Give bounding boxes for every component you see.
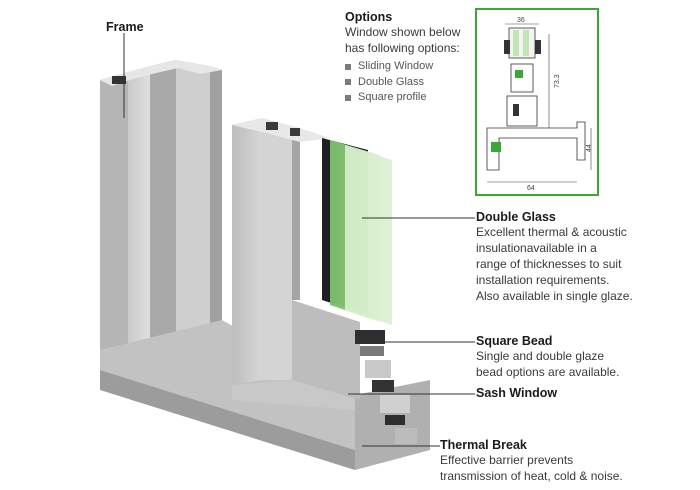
- options-panel: Options Window shown below has following…: [345, 10, 475, 106]
- option-item: Sliding Window: [345, 59, 475, 75]
- leader-lines: [123, 33, 475, 447]
- double-glass-line: Also available in single glaze.: [476, 289, 633, 303]
- frame-label: Frame: [106, 20, 144, 34]
- double-glass-line: Excellent thermal & acoustic: [476, 225, 627, 239]
- double-glass-callout: Double Glass Excellent thermal & acousti…: [476, 210, 696, 304]
- double-glass-line: insulationavailable in a: [476, 241, 597, 255]
- double-glass-panes: [322, 138, 392, 325]
- double-glass-line: range of thicknesses to suit: [476, 257, 622, 271]
- dim-side: 73.3: [554, 74, 561, 88]
- option-item: Double Glass: [345, 75, 475, 91]
- dim-right: 44: [586, 144, 593, 152]
- square-bead-line: bead options are available.: [476, 365, 620, 379]
- thermal-break-callout: Thermal Break Effective barrier prevents…: [440, 438, 695, 484]
- profile-bottom-detail: [355, 330, 417, 444]
- option-item: Square profile: [345, 90, 475, 106]
- dim-bottom: 64: [527, 185, 535, 192]
- bullet-icon: [345, 63, 351, 70]
- thermal-break-line: Effective barrier prevents: [440, 453, 574, 467]
- options-title: Options: [345, 10, 393, 24]
- profile-section-detail: 36 73.3 44 64: [475, 8, 599, 196]
- dim-top: 36: [517, 17, 525, 24]
- option-label: Square profile: [358, 91, 427, 103]
- sash-window-title: Sash Window: [476, 386, 558, 400]
- options-intro: Window shown below has following options…: [345, 25, 461, 55]
- bullet-icon: [345, 79, 351, 86]
- square-bead-line: Single and double glaze: [476, 349, 605, 363]
- square-bead-title: Square Bead: [476, 334, 553, 348]
- thermal-break-title: Thermal Break: [440, 438, 527, 452]
- options-list: Sliding Window Double Glass Square profi…: [345, 59, 475, 106]
- double-glass-title: Double Glass: [476, 210, 556, 224]
- option-label: Sliding Window: [358, 60, 434, 72]
- square-bead-callout: Square Bead Single and double glaze bead…: [476, 334, 696, 380]
- bullet-icon: [345, 94, 351, 101]
- double-glass-line: installation requirements.: [476, 273, 610, 287]
- thermal-break-line: transmission of heat, cold & noise.: [440, 469, 623, 483]
- outer-frame: [100, 60, 430, 470]
- option-label: Double Glass: [358, 75, 425, 88]
- sash-frame: [232, 118, 360, 410]
- section-drawing: 36 73.3 44 64: [486, 17, 593, 192]
